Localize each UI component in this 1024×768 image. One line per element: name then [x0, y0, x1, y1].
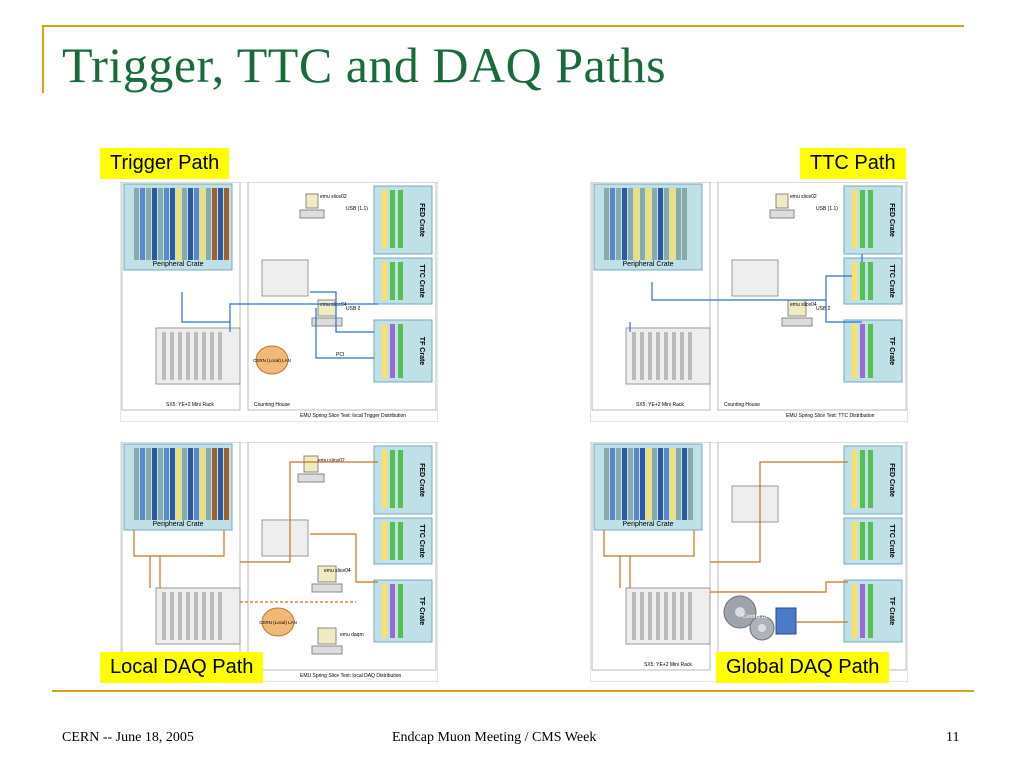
usb11-label: USB (1.1)	[816, 206, 838, 212]
global-daq-path-panel: Peripheral Crate SX5: YE+2 Mini Rack FED…	[589, 441, 909, 683]
ttc-caption: EMU Spring Slice Test: TTC Distribution	[786, 413, 875, 419]
gear-icon	[723, 595, 775, 641]
peripheral-crate-label: Peripheral Crate	[623, 521, 674, 528]
trigger-path-panel: Peripheral Crate SX5: YE+2 Mini Rack FED…	[119, 181, 439, 423]
global-daq-path-label: Global DAQ Path	[716, 652, 890, 683]
fed-crate-label: FED Crate	[888, 463, 895, 497]
ttc-crate-label: TTC Crate	[418, 264, 425, 298]
tf-crate-label: TF Crate	[888, 337, 895, 366]
cern-lan-label: CERN (Local) LAN	[253, 358, 291, 363]
tf-crate-label: TF Crate	[888, 597, 895, 626]
mini-rack-label: SX5: YE+2 Mini Rack	[166, 402, 214, 408]
pci-label: PCI	[336, 352, 344, 358]
fed-crate-label: FED Crate	[418, 463, 425, 497]
peripheral-crate-label: Peripheral Crate	[153, 261, 204, 268]
mini-rack-label: SX5: YE+2 Mini Rack	[636, 402, 684, 408]
emu-slice04-label: emu slice04	[320, 302, 347, 308]
emu-daqm-label: emu daqm	[340, 632, 364, 638]
usb2-label: USB 2	[346, 306, 361, 312]
emu-slice02-label: emu slice02	[790, 194, 817, 200]
local-daq-path-diagram: Peripheral Crate FED Crate TTC Crate TF …	[119, 441, 439, 683]
peripheral-crate-label: Peripheral Crate	[623, 261, 674, 268]
bottom-rule	[52, 690, 974, 692]
trigger-caption: EMU Spring Slice Test: local Trigger Dis…	[300, 413, 406, 419]
ttc-path-label: TTC Path	[800, 148, 906, 179]
ttc-path-diagram: Peripheral Crate SX5: YE+2 Mini Rack FED…	[589, 181, 909, 423]
left-rule	[42, 25, 44, 93]
local-daq-path-label: Local DAQ Path	[100, 652, 264, 683]
emu-slice04-label: emu slice04	[790, 302, 817, 308]
emu-slice04-label: emu slice04	[324, 568, 351, 574]
local-daq-path-panel: Peripheral Crate FED Crate TTC Crate TF …	[119, 441, 439, 683]
slide-title: Trigger, TTC and DAQ Paths	[62, 37, 667, 93]
tf-crate-label: TF Crate	[418, 337, 425, 366]
trigger-path-label: Trigger Path	[100, 148, 230, 179]
emu-slice02-label: emu slice02	[320, 194, 347, 200]
central-daq-label: Central DAQ	[742, 614, 774, 620]
ttc-crate-label: TTC Crate	[418, 524, 425, 558]
footer-date: CERN -- June 18, 2005	[62, 730, 194, 745]
usb2-label: USB 2	[816, 306, 831, 312]
counting-house-label: Counting House	[254, 402, 290, 408]
emu-slice02-label: emu slice02	[318, 458, 345, 464]
counting-house-label: Counting House	[724, 402, 760, 408]
ttc-crate-label: TTC Crate	[888, 264, 895, 298]
ttc-path-panel: Peripheral Crate SX5: YE+2 Mini Rack FED…	[589, 181, 909, 423]
fed-crate-label: FED Crate	[418, 203, 425, 237]
ttc-crate-label: TTC Crate	[888, 524, 895, 558]
tf-crate-label: TF Crate	[418, 597, 425, 626]
page-number: 11	[946, 730, 960, 745]
usb11-label: USB (1.1)	[346, 206, 368, 212]
top-rule	[42, 25, 964, 27]
local-daq-caption: EMU Spring Slice Test: local DAQ Distrib…	[300, 673, 402, 679]
peripheral-crate-label: Peripheral Crate	[153, 521, 204, 528]
global-daq-path-diagram: Peripheral Crate SX5: YE+2 Mini Rack FED…	[589, 441, 909, 683]
fed-crate-label: FED Crate	[888, 203, 895, 237]
trigger-path-diagram: Peripheral Crate SX5: YE+2 Mini Rack FED…	[119, 181, 439, 423]
footer-event: Endcap Muon Meeting / CMS Week	[392, 730, 597, 745]
cern-lan-label: CERN (Local) LAN	[259, 620, 297, 625]
mini-rack-label: SX5: YE+2 Mini Rack	[644, 662, 692, 668]
